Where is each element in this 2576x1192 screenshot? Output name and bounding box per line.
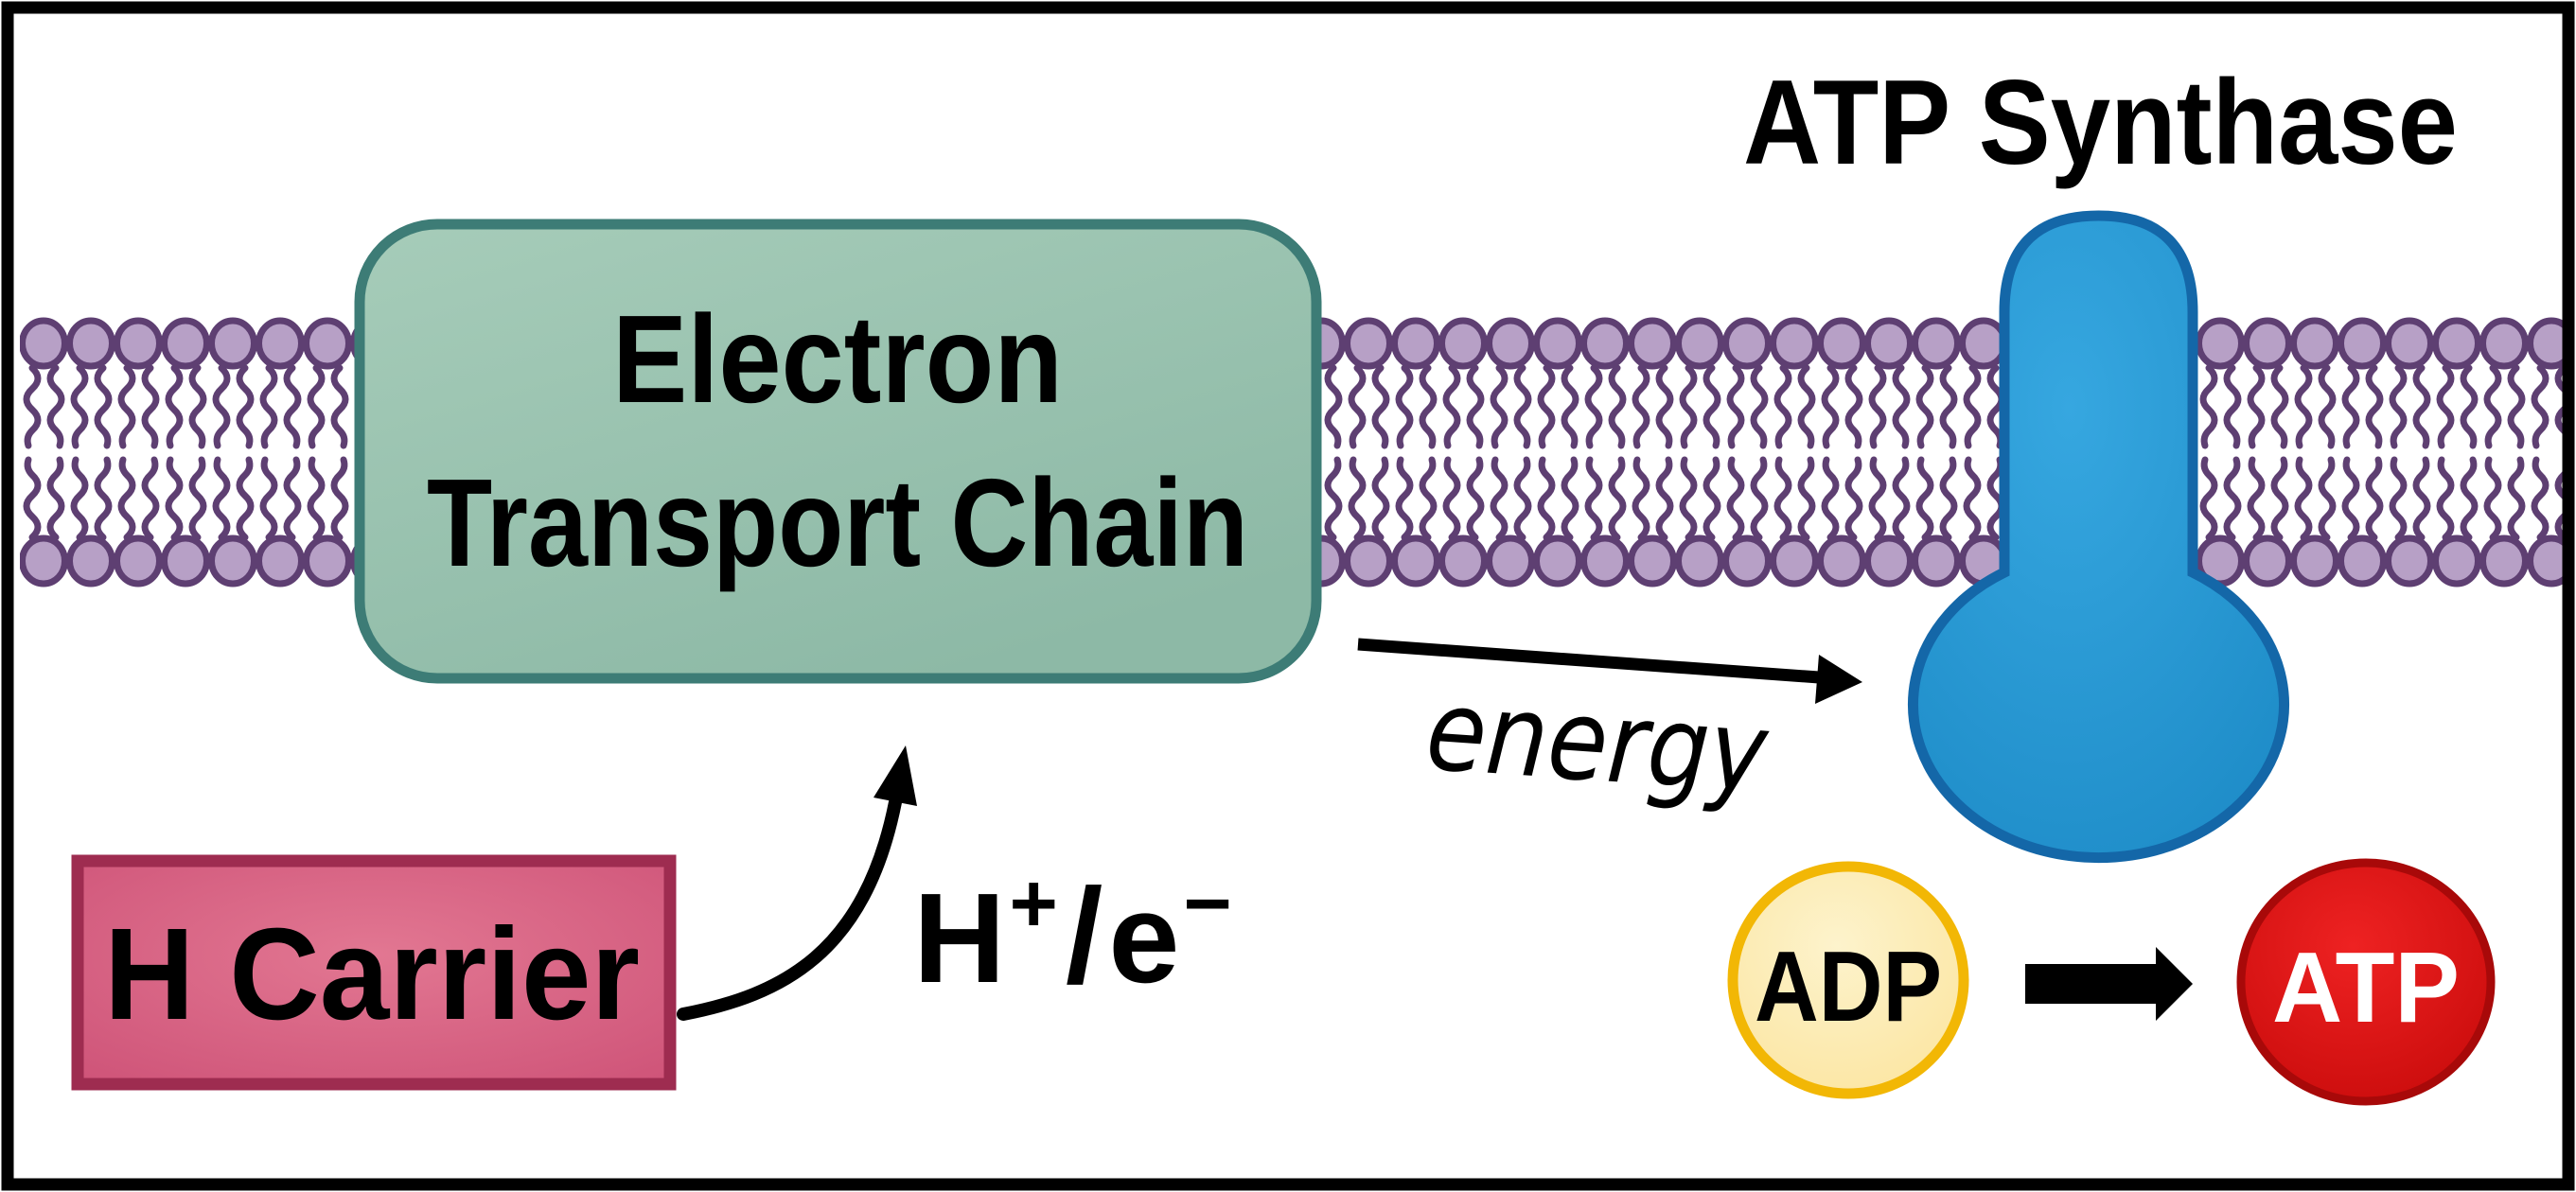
atp-synthase-title: ATP Synthase <box>1743 55 2458 189</box>
adp-label: ADP <box>1755 931 1942 1043</box>
etc-label-line1: Electron <box>612 289 1063 429</box>
electron-transport-chain-box: Electron Transport Chain <box>354 219 1322 684</box>
h-plus-e-minus-label: H+/e− <box>913 856 1232 1011</box>
adp-to-atp-arrow <box>2025 947 2193 1021</box>
atp-molecule: ATP <box>2236 858 2496 1106</box>
energy-label: energy <box>1422 664 1773 818</box>
atp-label: ATP <box>2272 932 2460 1043</box>
h-carrier-label: H Carrier <box>104 902 640 1047</box>
adp-molecule: ADP <box>1727 861 1969 1099</box>
atp-synthase-shape <box>1908 210 2289 864</box>
etc-label-line2: Transport Chain <box>427 453 1248 592</box>
energy-arrow <box>1357 638 1862 704</box>
h-carrier-box: H Carrier <box>71 854 677 1091</box>
h-carrier-to-etc-arrow <box>677 745 917 1021</box>
